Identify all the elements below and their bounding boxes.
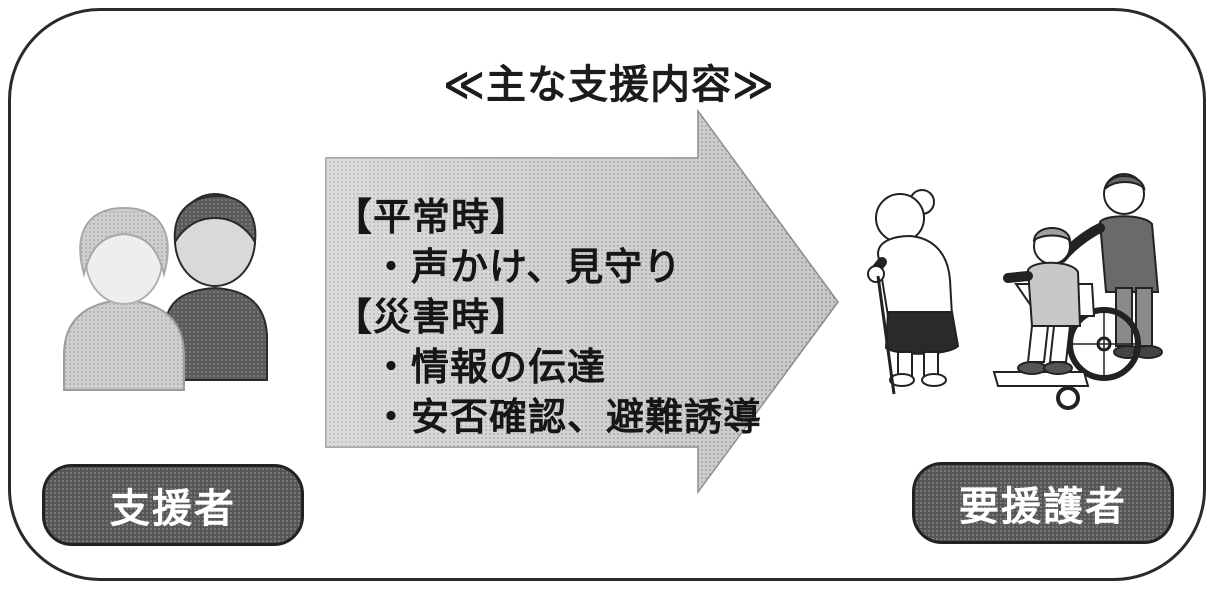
supporter-label: 支援者 [42,464,304,546]
diagram-title: ≪主な支援内容≫ [443,62,775,108]
rounded-frame [8,8,1206,581]
supporters-icon [63,193,268,391]
recipient-label: 要援護者 [912,462,1174,544]
item-safety-confirm-evacuation: ・安否確認、避難誘導 [372,395,763,439]
recipient-label-text: 要援護者 [959,484,1127,530]
elderly-woman-with-cane-icon [867,189,960,395]
item-info-transmission: ・情報の伝達 [372,345,607,389]
item-normal-times-header: 【平常時】 [334,195,530,239]
supporter-label-text: 支援者 [110,486,236,532]
item-disaster-times-header: 【災害時】 [334,295,530,339]
item-greeting-watching: ・声かけ、見守り [372,245,683,289]
wheelchair-user-with-caregiver-icon [992,173,1163,410]
